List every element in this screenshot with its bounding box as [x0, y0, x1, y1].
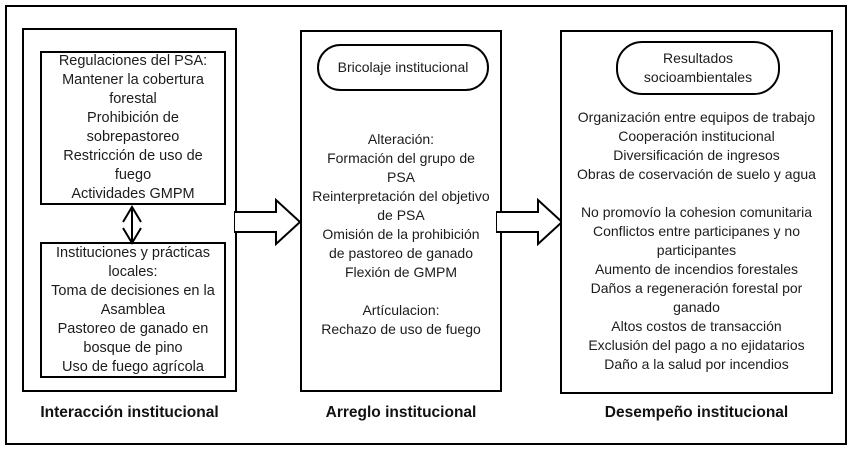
panel-arreglo-institucional: Bricolaje institucional Alteración: Form…	[300, 30, 502, 392]
double-arrow-vertical-icon	[122, 205, 142, 245]
flow-arrow-right-icon-1	[234, 198, 302, 246]
resultados-socioambientales-oval: Resultados socioambientales	[616, 41, 780, 95]
desempeno-body-text: Organización entre equipos de trabajo Co…	[577, 109, 816, 372]
bricolaje-institucional-oval: Bricolaje institucional	[317, 44, 489, 91]
caption-arreglo-institucional: Arreglo institucional	[325, 404, 477, 421]
instituciones-practicas-text: Instituciones y prácticas locales: Toma …	[51, 244, 215, 375]
caption-interaccion-institucional: Interacción institucional	[40, 404, 219, 421]
instituciones-practicas-box: Instituciones y prácticas locales: Toma …	[40, 242, 226, 378]
flow-arrow-right-icon-2	[496, 198, 564, 246]
arreglo-body-text: Alteración: Formación del grupo de PSA R…	[312, 131, 490, 337]
regulaciones-psa-box: Regulaciones del PSA: Mantener la cobert…	[40, 51, 226, 205]
panel-desempeno-institucional: Resultados socioambientales Organización…	[560, 30, 833, 394]
bricolaje-institucional-label: Bricolaje institucional	[337, 59, 469, 75]
regulaciones-psa-text: Regulaciones del PSA: Mantener la cobert…	[58, 53, 208, 202]
caption-desempeno-institucional: Desempeño institucional	[604, 404, 789, 421]
panel-interaccion-institucional: Regulaciones del PSA: Mantener la cobert…	[22, 28, 237, 392]
resultados-socioambientales-label: Resultados socioambientales	[643, 50, 753, 85]
